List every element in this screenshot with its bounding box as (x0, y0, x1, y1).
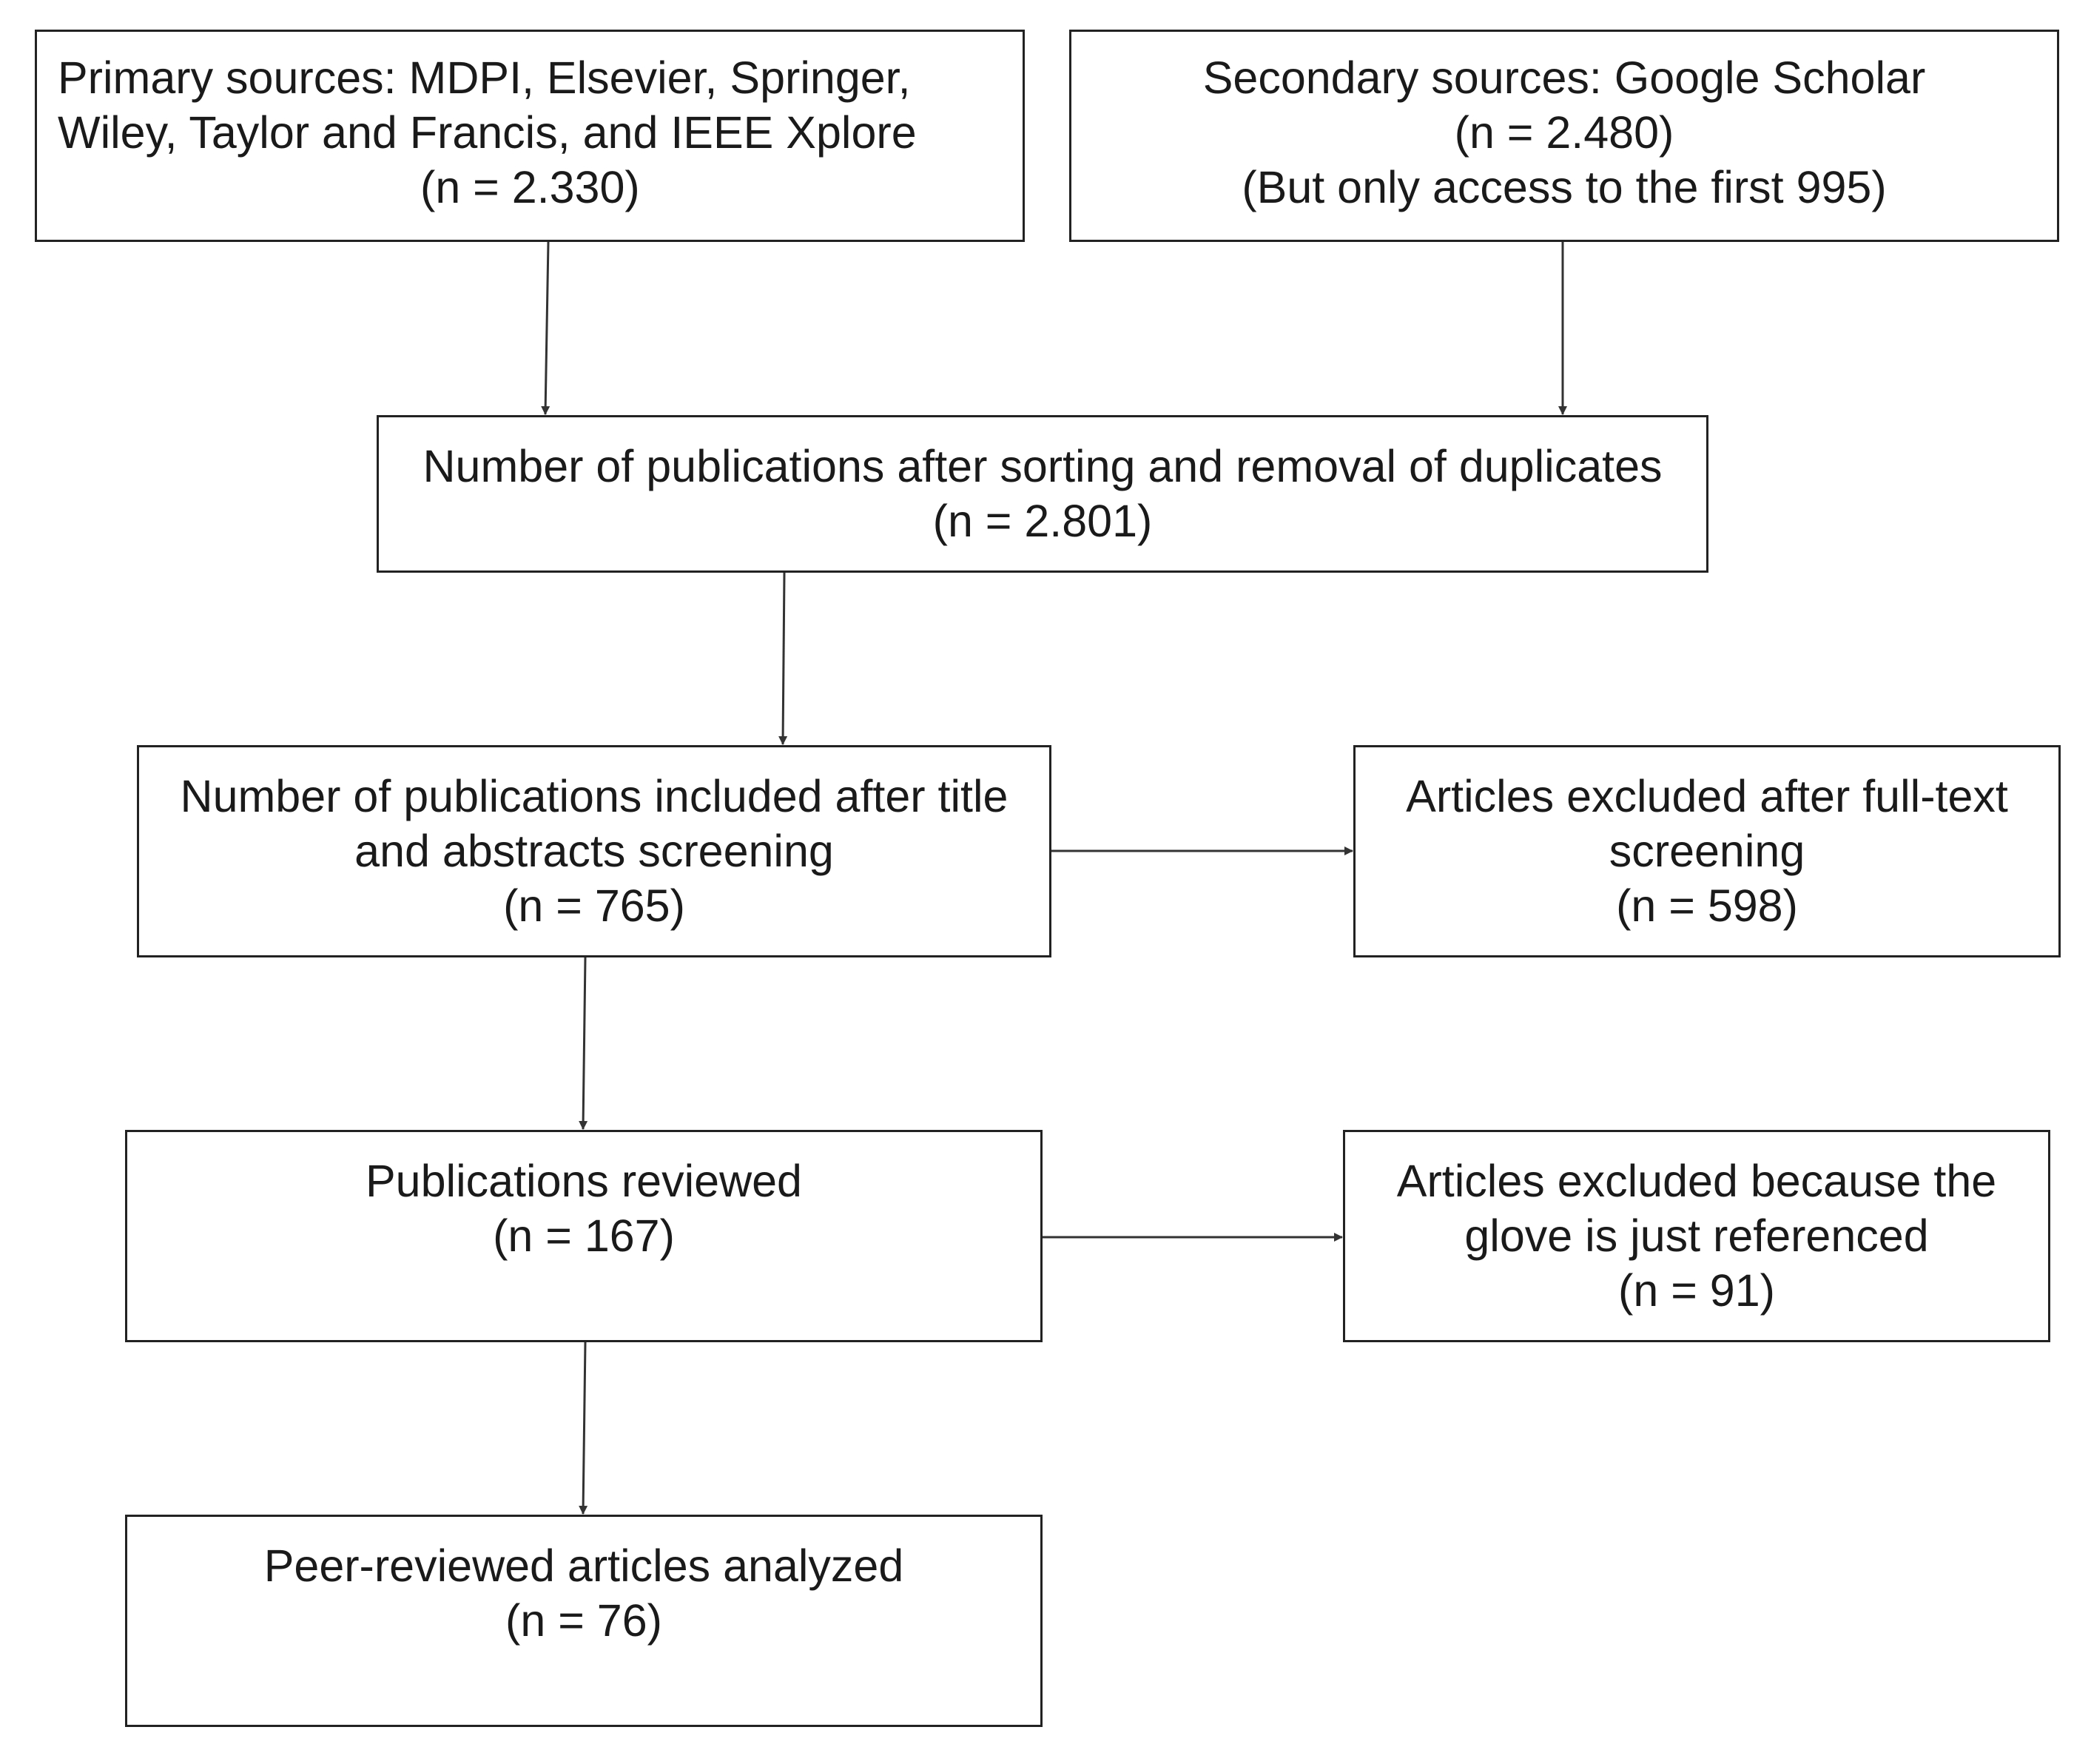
excluded-fulltext-box: Articles excluded after full-text screen… (1353, 745, 2061, 957)
secondary-sources-line-1: Secondary sources: Google Scholar (1202, 53, 1926, 103)
excluded-glove-referenced-box: Articles excluded because the glove is j… (1343, 1130, 2050, 1342)
deduplicated-publications-box: Number of publications after sorting and… (377, 415, 1708, 573)
analyzed-articles-label: Peer-reviewed articles analyzed (263, 1541, 904, 1591)
secondary-sources-count: (n = 2.480) (1454, 107, 1674, 158)
deduplicated-publications-count: (n = 2.801) (932, 496, 1153, 546)
arrow-deduplicated-to-screened (778, 572, 788, 745)
arrow-primary-to-deduplicated (541, 241, 550, 415)
reviewed-publications-count: (n = 167) (493, 1211, 675, 1261)
reviewed-publications-box: Publications reviewed (n = 167) (125, 1130, 1043, 1342)
primary-sources-count: (n = 2.330) (420, 162, 640, 212)
arrow-screened-to-reviewed (579, 957, 588, 1130)
primary-sources-line-1: Primary sources: MDPI, Elsevier, Springe… (58, 53, 911, 103)
secondary-sources-box: Secondary sources: Google Scholar (n = 2… (1069, 30, 2059, 242)
secondary-sources-note: (But only access to the first 995) (1242, 162, 1887, 212)
primary-sources-box: Primary sources: MDPI, Elsevier, Springe… (35, 30, 1025, 242)
deduplicated-publications-label: Number of publications after sorting and… (422, 441, 1663, 491)
primary-sources-line-2: Wiley, Taylor and Francis, and IEEE Xplo… (58, 107, 917, 158)
excluded-glove-line-1: Articles excluded because the (1396, 1156, 1997, 1206)
excluded-glove-count: (n = 91) (1618, 1265, 1775, 1316)
screened-publications-line-1: Number of publications included after ti… (180, 771, 1009, 821)
excluded-fulltext-line-2: screening (1609, 826, 1805, 876)
screened-publications-box: Number of publications included after ti… (137, 745, 1051, 957)
excluded-fulltext-line-1: Articles excluded after full-text (1406, 771, 2008, 821)
screened-publications-line-2: and abstracts screening (354, 826, 834, 876)
excluded-fulltext-count: (n = 598) (1616, 881, 1798, 931)
reviewed-publications-label: Publications reviewed (366, 1156, 802, 1206)
excluded-glove-line-2: glove is just referenced (1464, 1211, 1929, 1261)
arrow-reviewed-to-analyzed (579, 1341, 588, 1515)
analyzed-articles-box: Peer-reviewed articles analyzed (n = 76) (125, 1515, 1043, 1727)
analyzed-articles-count: (n = 76) (505, 1595, 662, 1646)
screened-publications-count: (n = 765) (503, 881, 685, 931)
